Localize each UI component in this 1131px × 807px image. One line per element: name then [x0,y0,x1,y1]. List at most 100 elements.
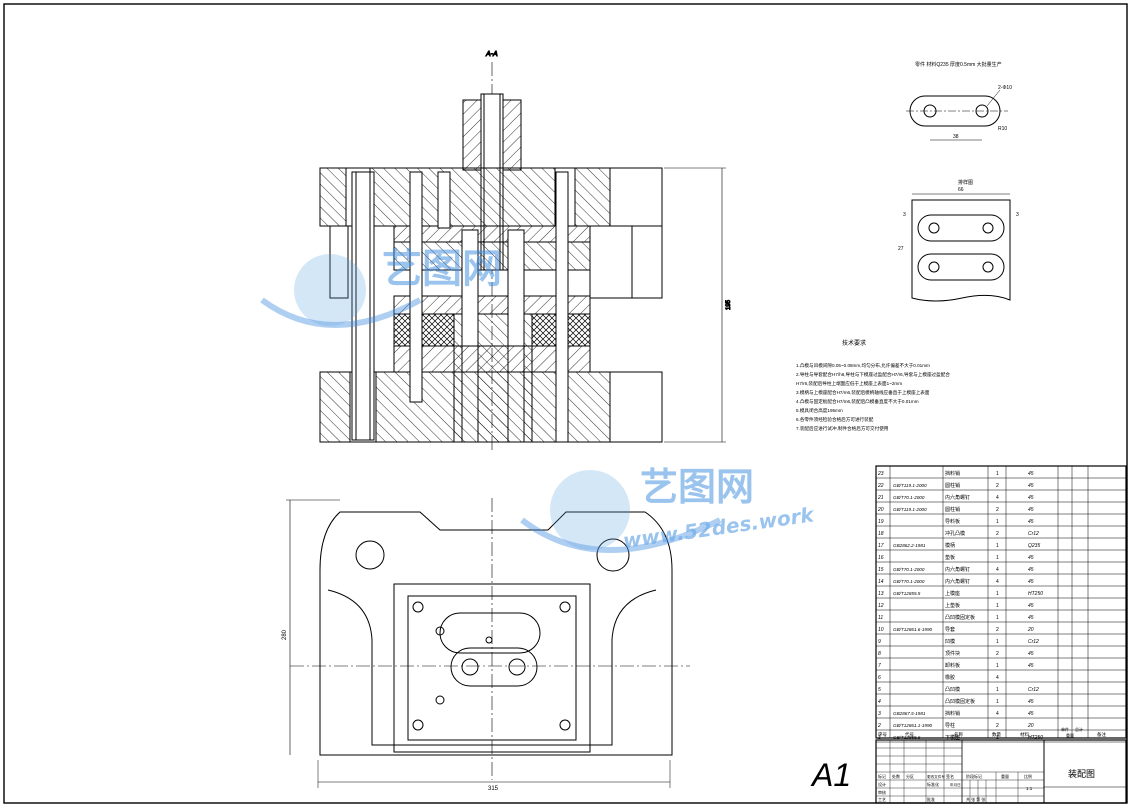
dim-r-corner: R10 [998,126,1007,132]
bom-cell-code: GB/T70.1-2000 [893,579,925,584]
tech-requirements: 技术要求 1.凸模与凹模间隙0.05~0.08mm,均匀分布,允许偏差不大于0.… [796,339,950,432]
dim-hole-pitch: 38 [953,134,959,140]
bom-cell-code: GB/T12861.6-1990 [893,627,933,632]
dim-plan-height: 280 [282,629,288,640]
bom-cell-no: 23 [877,471,884,477]
bom-cell-qty: 2 [996,531,999,537]
bom-cell-qty: 4 [996,567,999,573]
tb-sheets: 共 张 第 张 [966,796,985,802]
bom-cell-name: 凸凹模固定板 [945,614,975,621]
bom-cell-name: 挡料销 [945,710,960,717]
bom-cell-code: GB/T119.1-2000 [893,507,927,512]
tb-zone: 分区 [906,773,914,779]
tb-design: 设计 [878,781,886,787]
bom-cell-name: 导柱 [945,722,955,729]
bom-cell-no: 5 [878,687,881,693]
watermark-logo-top: 艺图网 [260,246,502,328]
watermark-url: www.52des.work [621,502,816,553]
part-detail: 零件 材料Q235 厚度0.5mm 大批量生产 38 2-Φ10 R10 排样图… [898,61,1019,302]
bom-cell-material: 45 [1028,495,1034,501]
bom-cell-no: 12 [878,603,884,609]
bom-cell-code: GB2867.5-1981 [893,711,926,716]
bom-cell-material: Cr12 [1028,531,1039,537]
bom-cell-name: 冲孔凸模 [945,530,965,537]
bom-header-single: 单件 [1061,726,1069,732]
bom-cell-qty: 2 [996,651,999,657]
bom-cell-qty: 1 [996,603,999,609]
bom-cell-material: 45 [1028,471,1034,477]
bom-cell-no: 10 [878,627,884,633]
bom-cell-name: 内六角螺钉 [945,494,970,501]
tb-standard: 标准化 [927,781,939,787]
bom-cell-material: 45 [1028,519,1034,525]
bom-cell-qty: 1 [996,543,999,549]
bom-cell-material: 45 [1028,603,1034,609]
bom-cell-no: 4 [878,699,881,705]
tech-item: 4.凸模与固定板配合H7/m6,装配后凸模垂直度不大于0.01mm [796,398,919,405]
watermark-brand-mid: 艺图网 [640,465,754,509]
bom-cell-qty: 1 [996,663,999,669]
bom-cell-name: 圆柱销 [945,482,960,489]
bom-cell-qty: 1 [996,519,999,525]
bom-cell-no: 11 [878,615,883,621]
bom-cell-qty: 2 [996,483,999,489]
bom-cell-no: 15 [878,567,884,573]
bom-cell-qty: 4 [996,579,999,585]
bom-cell-no: 14 [878,579,884,585]
bom-cell-no: 17 [878,543,884,549]
bom-cell-name: 凸凹模固定板 [945,698,975,705]
bom-cell-name: 模柄 [945,542,955,549]
dim-plan-width: 315 [488,786,499,792]
bom-cell-material: 45 [1028,579,1034,585]
bom-cell-name: 导料板 [945,518,960,525]
tb-process: 工艺 [878,797,886,802]
bom-header-code: 代号 [905,731,914,738]
bom-cell-qty: 1 [996,555,999,561]
tb-stage-mark: 阶段标记 [966,773,982,779]
bom-cell-material: 45 [1028,651,1034,657]
bom-cell-name: 上模座 [945,590,960,597]
dim-layout-step: 27 [898,246,904,252]
tb-sign: 签名 [946,773,954,779]
tech-item: 7.装配后应进行试冲,制件合格后方可交付使用 [796,425,889,432]
bom-cell-material: 20 [1027,723,1034,729]
bom-cell-no: 2 [877,723,881,729]
dim-hole-dia: 2-Φ10 [998,85,1012,91]
dim-edge-b: 3 [1016,212,1019,218]
bom-row: 19 导料板 1 45 [878,518,1034,525]
bom-cell-name: 凹模 [945,638,955,645]
watermark-logo-mid: 艺图网 www.52des.work [520,465,817,553]
bom-cell-material: 45 [1028,555,1034,561]
bom-cell-qty: 1 [996,591,999,597]
bom-header-remark: 备注 [1097,731,1106,738]
bom-cell-name: 橡胶 [945,674,955,681]
tb-weight: 重量 [1001,773,1009,779]
bom-cell-no: 9 [878,639,881,645]
bom-cell-qty: 1 [996,639,999,645]
bom-cell-material: Cr12 [1028,639,1039,645]
dim-layout-width: 66 [958,187,964,193]
tech-title: 技术要求 [842,339,866,347]
bom-cell-no: 3 [878,711,881,717]
bom-header-material: 材料 [1020,731,1029,738]
bom-cell-no: 19 [878,519,884,525]
tb-change-doc: 更改文件号 [927,774,945,779]
bom-cell-qty: 2 [996,507,999,513]
drawing-title: 装配图 [1068,768,1095,779]
tech-item: 6.各零件须经检验合格后方可进行装配 [796,416,874,423]
tech-item: 2.导柱与导套配合H7/h6,导柱与下模座过盈配合H7/r6,导套与上模座过盈配… [796,371,950,378]
bom-cell-qty: 2 [996,627,999,633]
bom-cell-code: GB/T12861.1-1990 [893,723,933,728]
tech-item: 3.模柄与上模座配合H7/m6,装配后模柄轴线应垂直于上模座上表面 [796,389,930,396]
